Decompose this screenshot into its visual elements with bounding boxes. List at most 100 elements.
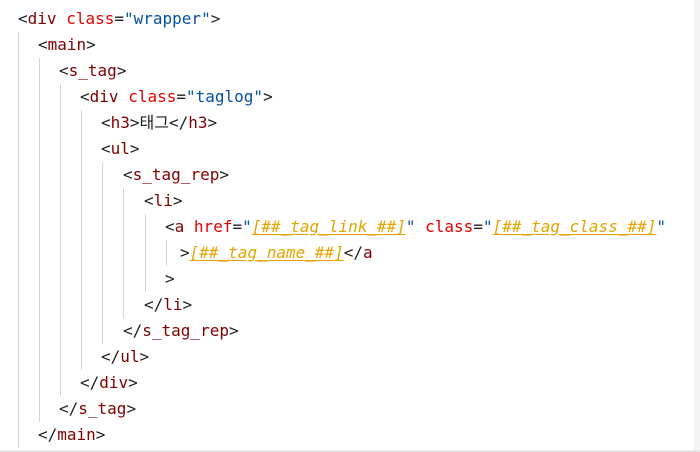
code-punctuation: < [165,217,175,236]
code-tag-name: h3 [188,113,208,132]
code-punctuation: > [126,399,137,418]
code-tag-name: s_tag_rep [132,165,220,184]
code-line[interactable]: <s_tag_rep> [123,162,229,188]
indent-guide [166,240,167,266]
editor-bottom-edge [0,450,700,452]
code-attribute-value: "wrapper" [124,9,211,28]
code-tag-name: div [27,9,57,28]
code-punctuation: > [95,425,106,444]
indent-guide [18,32,19,448]
code-tag-name: h3 [110,113,130,132]
code-tag-name: s_tag [78,399,127,418]
code-punctuation: = [232,217,243,236]
code-punctuation: </ [343,243,364,262]
code-punctuation: > [228,321,239,340]
template-placeholder: [##_tag_class_##] [492,217,657,236]
code-tag-name: li [153,191,173,210]
code-line[interactable]: </main> [38,422,105,448]
code-line[interactable]: <li> [144,188,183,214]
code-punctuation: </ [169,113,189,132]
code-line[interactable]: <ul> [101,136,140,162]
code-punctuation: < [101,139,111,158]
code-tag-name: ul [120,347,140,366]
code-punctuation: > [219,165,229,184]
code-punctuation [119,87,129,106]
code-punctuation: < [144,191,154,210]
code-punctuation [184,217,194,236]
code-tag-name: ul [110,139,130,158]
indent-guide [102,162,103,344]
code-tag-name: li [163,295,183,314]
code-tag-name: div [89,87,119,106]
code-line[interactable]: <div class="taglog"> [80,84,273,110]
code-line[interactable]: </s_tag> [59,396,136,422]
code-tag-name: main [47,35,87,54]
code-attribute-value: " [405,217,416,236]
code-line[interactable]: <s_tag> [59,58,126,84]
code-punctuation: < [80,87,90,106]
code-line[interactable]: > [165,266,175,292]
code-attribute-name: href [193,217,233,236]
code-punctuation: < [123,165,133,184]
code-attribute-name: class [66,9,115,28]
indent-guide [145,214,146,292]
code-line[interactable]: <div class="wrapper"> [18,6,220,32]
code-punctuation: > [165,269,175,288]
indent-guide [123,188,124,318]
code-punctuation [57,9,67,28]
code-tag-name: s_tag_rep [142,321,229,340]
code-punctuation: > [139,347,150,366]
code-line[interactable]: >[##_tag_name_##]</a [180,240,373,266]
code-punctuation: </ [144,295,164,314]
code-tag-name: a [174,217,185,236]
code-line[interactable]: <a href="[##_tag_link_##]" class="[##_ta… [165,214,666,240]
code-punctuation: > [129,113,140,132]
code-attribute-value: " [242,217,252,236]
code-punctuation: > [86,35,96,54]
code-punctuation: = [176,87,186,106]
code-punctuation: </ [59,399,79,418]
code-punctuation: </ [38,425,58,444]
code-line[interactable]: </div> [80,370,138,396]
code-punctuation: < [38,35,48,54]
code-punctuation: > [263,87,273,106]
code-punctuation: > [180,243,190,262]
code-punctuation: > [128,373,138,392]
code-attribute-value: "taglog" [186,87,264,106]
indent-guide [60,84,61,396]
template-placeholder: [##_tag_name_##] [189,243,344,262]
code-punctuation: </ [101,347,121,366]
code-tag-name: a [363,243,373,262]
code-punctuation: < [101,113,111,132]
code-line[interactable]: </li> [144,292,192,318]
code-punctuation: > [210,9,221,28]
template-placeholder: [##_tag_link_##] [251,217,406,236]
code-attribute-value: " [482,217,493,236]
code-tag-name: main [57,425,96,444]
code-punctuation: = [473,217,483,236]
code-punctuation: = [114,9,124,28]
code-punctuation: < [18,9,28,28]
code-punctuation: > [172,191,183,210]
code-punctuation: </ [80,373,100,392]
code-text: 태그 [139,113,169,132]
code-line[interactable]: <h3>태그</h3> [101,110,217,136]
code-punctuation: < [59,61,69,80]
indent-guide [39,58,40,422]
indent-guide [81,110,82,370]
code-tag-name: s_tag [68,61,117,80]
code-tag-name: div [99,373,129,392]
code-attribute-name: class [425,217,474,236]
code-punctuation [416,217,426,236]
code-punctuation: > [129,139,140,158]
code-line[interactable]: </s_tag_rep> [123,318,239,344]
code-attribute-value: " [656,217,666,236]
code-punctuation: > [116,61,127,80]
code-punctuation: </ [123,321,143,340]
code-line[interactable]: </ul> [101,344,149,370]
code-punctuation: > [182,295,193,314]
code-attribute-name: class [128,87,177,106]
vertical-scrollbar[interactable] [694,0,700,452]
code-line[interactable]: <main> [38,32,96,58]
